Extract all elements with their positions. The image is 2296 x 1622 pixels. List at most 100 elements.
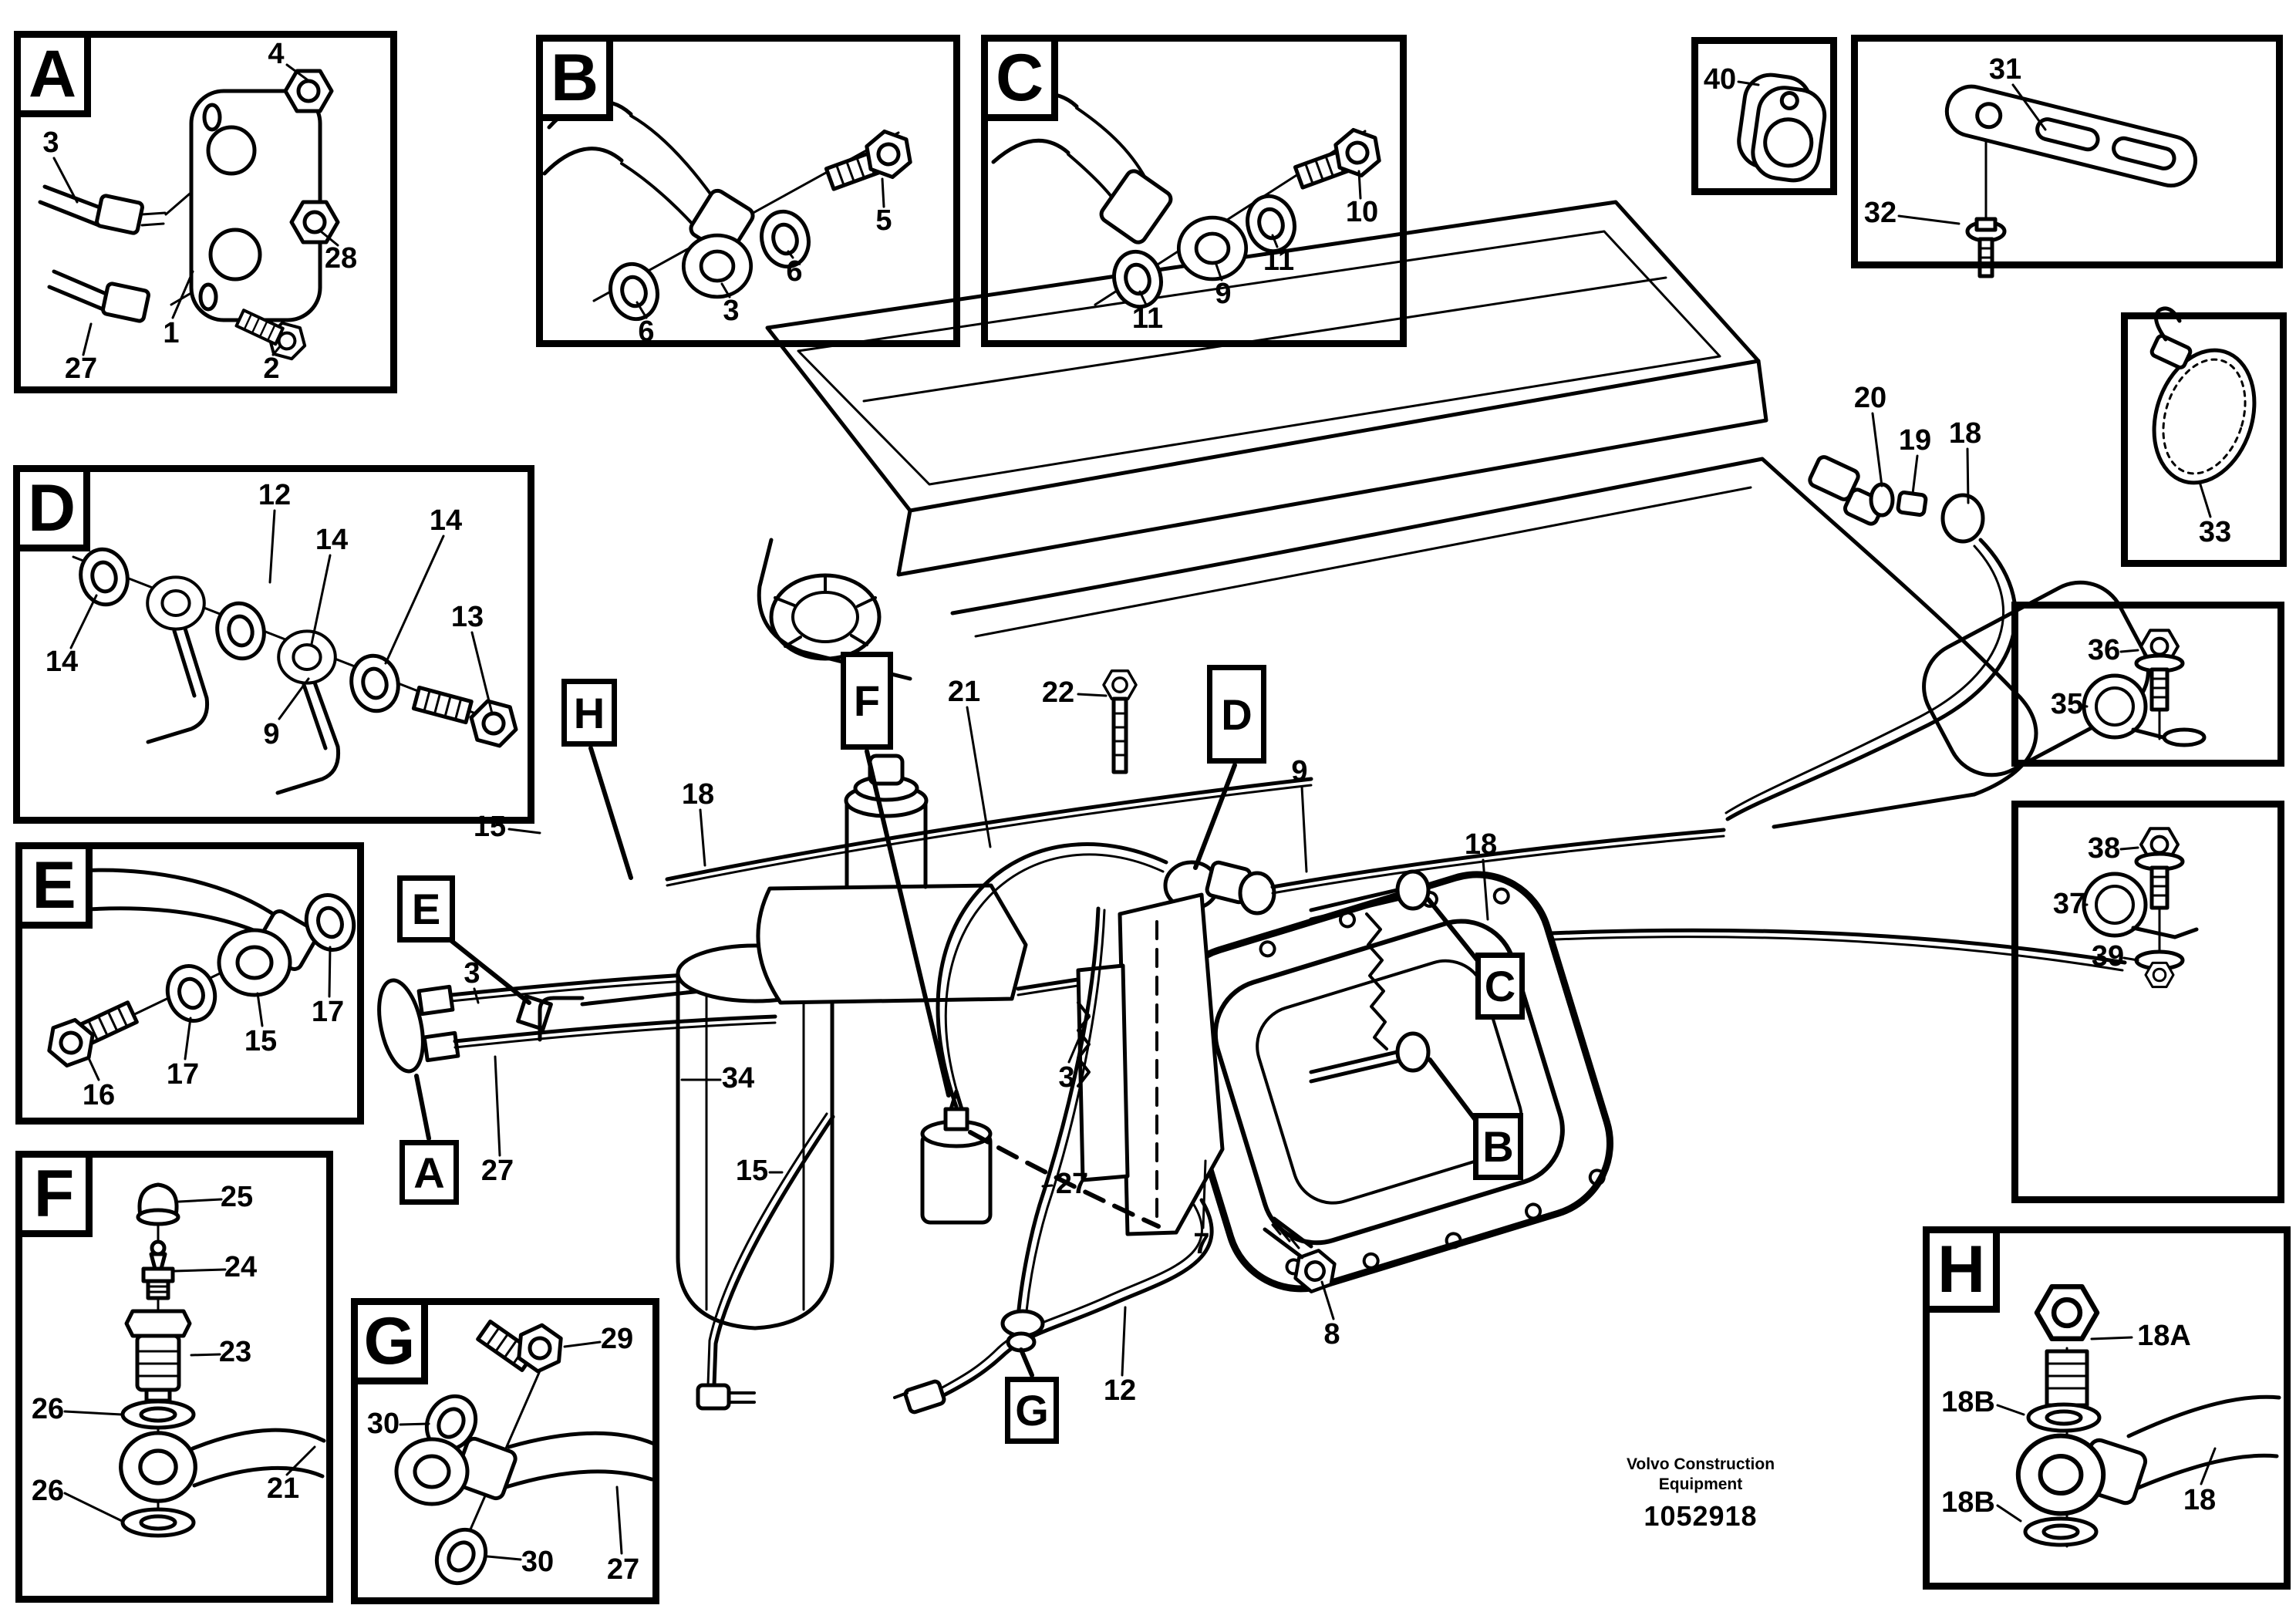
leader-line	[1428, 1057, 1480, 1125]
main-callout-15: 15	[473, 811, 507, 843]
leader-line	[486, 1555, 522, 1561]
detail-box-h-callout-18A: 18A	[2137, 1320, 2191, 1352]
detail-box-cable-tie-callout-33: 33	[2198, 516, 2232, 548]
detail-box-f-callout-23: 23	[218, 1336, 252, 1368]
detail-box-f-callout-26: 26	[31, 1475, 65, 1507]
leader-line	[588, 746, 633, 880]
leader-line	[271, 344, 282, 356]
ref-box-h: H	[561, 679, 617, 747]
detail-box-f-callout-25: 25	[220, 1181, 254, 1213]
detail-box-a-callout-1: 1	[163, 317, 180, 349]
detail-box-b-callout-5: 5	[875, 204, 892, 237]
leader-line	[1357, 170, 1362, 200]
detail-box-h-callout-18: 18	[2183, 1484, 2217, 1516]
view-letter-f: F	[15, 1151, 93, 1237]
figure-footer: Volvo Construction Equipment 1052918	[1573, 1455, 1828, 1533]
leader-line	[173, 1268, 227, 1273]
detail-box-f-callout-24: 24	[224, 1251, 258, 1283]
ref-box-c: C	[1475, 953, 1525, 1020]
leader-line	[699, 808, 706, 867]
detail-box-a-callout-28: 28	[324, 242, 358, 275]
view-letter-e: E	[15, 842, 93, 929]
main-callout-27: 27	[1055, 1168, 1089, 1200]
detail-box-a-callout-27: 27	[64, 352, 98, 385]
leader-line	[1911, 454, 1919, 495]
detail-box-g: G	[351, 1298, 659, 1604]
leader-line	[563, 1340, 602, 1348]
detail-box-g-callout-27: 27	[606, 1553, 640, 1586]
view-letter-h: H	[1923, 1226, 2000, 1313]
main-callout-34: 34	[721, 1062, 755, 1094]
detail-box-d-callout-13: 13	[450, 601, 484, 633]
detail-box-clip-upper-callout-36: 36	[2087, 634, 2121, 666]
leader-line	[278, 677, 310, 720]
detail-box-f-callout-21: 21	[266, 1472, 300, 1505]
leader-line	[1214, 261, 1223, 282]
leader-line	[787, 250, 794, 259]
detail-box-clip-lower-callout-38: 38	[2087, 832, 2121, 865]
leader-line	[1996, 1504, 2022, 1523]
leader-line	[1121, 1306, 1127, 1377]
main-callout-21: 21	[947, 676, 981, 708]
detail-box-d-callout-12: 12	[258, 479, 292, 511]
leader-line	[494, 1055, 501, 1157]
leader-line	[2119, 846, 2139, 851]
detail-box-g-callout-30: 30	[366, 1408, 400, 1440]
detail-box-g-callout-29: 29	[600, 1323, 634, 1355]
leader-line	[69, 594, 98, 649]
main-callout-18: 18	[1464, 828, 1498, 861]
detail-box-d-callout-14: 14	[45, 646, 79, 678]
detail-box-b-callout-6: 6	[786, 255, 803, 288]
main-callout-3: 3	[464, 957, 480, 990]
leader-line	[966, 706, 992, 848]
detail-box-a: A	[14, 31, 397, 393]
main-callout-8: 8	[1323, 1318, 1340, 1351]
detail-box-strap-callout-31: 31	[1988, 53, 2022, 86]
leader-line	[2119, 649, 2139, 653]
main-callout-18: 18	[681, 778, 715, 811]
detail-box-c: C	[981, 35, 1407, 347]
main-callout-12: 12	[1103, 1374, 1137, 1407]
ref-box-f: F	[841, 652, 893, 750]
leader-line	[1019, 1347, 1034, 1378]
detail-box-g-callout-30: 30	[521, 1546, 555, 1578]
leader-line	[399, 1422, 430, 1426]
ref-box-d: D	[1207, 665, 1266, 764]
leader-line	[328, 946, 332, 998]
leader-line	[184, 1017, 192, 1061]
leader-line	[285, 63, 312, 83]
main-callout-15: 15	[735, 1155, 769, 1187]
detail-box-d-callout-9: 9	[263, 718, 280, 750]
ref-box-g: G	[1005, 1377, 1059, 1444]
detail-box-d-callout-14: 14	[315, 524, 349, 556]
detail-box-c-callout-11: 11	[1263, 244, 1295, 277]
detail-box-clip-upper-callout-35: 35	[2050, 688, 2084, 720]
detail-box-clip-lower-callout-39: 39	[2091, 940, 2125, 973]
leader-line	[2122, 956, 2139, 962]
leader-line	[470, 631, 494, 715]
leader-line	[1202, 1159, 1207, 1229]
leader-line	[2011, 83, 2047, 131]
leader-line	[1871, 412, 1883, 487]
leader-line	[52, 157, 79, 204]
leader-line	[615, 1485, 623, 1555]
leader-line	[720, 282, 731, 298]
detail-box-c-callout-9: 9	[1215, 278, 1232, 310]
detail-box-b-callout-3: 3	[723, 295, 740, 327]
view-letter-c: C	[981, 35, 1058, 121]
leader-line	[2200, 1447, 2217, 1485]
main-callout-18: 18	[1948, 417, 1982, 450]
leader-line	[256, 992, 264, 1027]
ref-box-e: E	[397, 875, 455, 943]
leader-line	[63, 1492, 123, 1523]
view-letter-d: D	[13, 465, 90, 551]
leader-line	[473, 987, 480, 1004]
leader-line	[1897, 214, 1961, 225]
detail-box-clip-upper	[2011, 602, 2284, 767]
detail-box-f-callout-26: 26	[31, 1393, 65, 1425]
leader-line	[865, 749, 951, 1098]
detail-box-strap	[1851, 35, 2283, 268]
main-callout-3: 3	[1058, 1061, 1075, 1094]
